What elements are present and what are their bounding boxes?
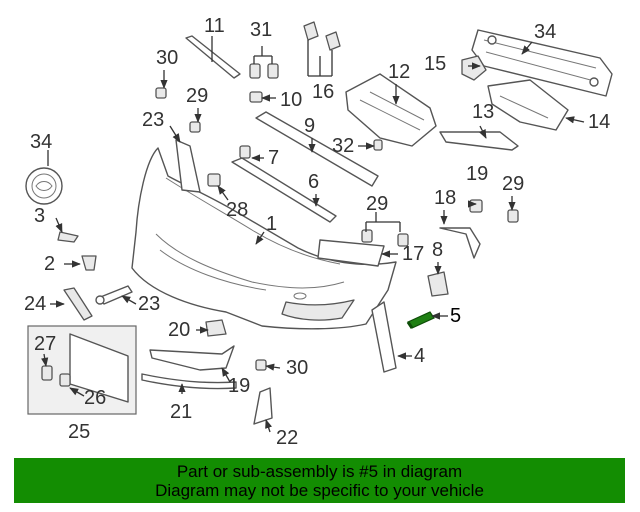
callout: 29 bbox=[186, 85, 208, 107]
banner-line-1: Part or sub-assembly is #5 in diagram bbox=[176, 462, 463, 481]
callout: 15 bbox=[424, 53, 446, 75]
callout: 23 bbox=[142, 109, 164, 131]
callout: 5 bbox=[450, 305, 461, 327]
part-13-bracket bbox=[439, 131, 519, 151]
part-33-emblem bbox=[25, 167, 63, 205]
callout: 26 bbox=[84, 387, 106, 409]
callout: 31 bbox=[250, 19, 272, 41]
part-6-lower-bracket bbox=[231, 157, 337, 223]
callout: 29 bbox=[502, 173, 524, 195]
part-4-side-bracket bbox=[371, 301, 397, 373]
callout: 14 bbox=[588, 111, 610, 133]
part-23-bracket bbox=[175, 139, 201, 193]
callout: 9 bbox=[304, 115, 315, 137]
callout: 21 bbox=[170, 401, 192, 423]
callout: 22 bbox=[276, 427, 298, 449]
callout: 20 bbox=[168, 319, 190, 341]
callout: 11 bbox=[204, 15, 225, 37]
callout: 30 bbox=[156, 47, 178, 69]
callout: 27 bbox=[34, 333, 56, 355]
part-11-strip bbox=[185, 35, 241, 79]
callout: 24 bbox=[24, 293, 46, 315]
callout: 1 bbox=[266, 213, 277, 235]
part-3-clip bbox=[57, 231, 79, 243]
part-25-bracket bbox=[63, 287, 93, 321]
info-banner: Part or sub-assembly is #5 in diagram Di… bbox=[14, 458, 625, 503]
callout: 13 bbox=[472, 101, 494, 123]
callout: 30 bbox=[286, 357, 308, 379]
callout: 12 bbox=[388, 61, 410, 83]
callout: 18 bbox=[434, 187, 456, 209]
part-18-trim bbox=[439, 227, 481, 259]
part-19-lower-trim bbox=[149, 345, 235, 371]
part-21-strip bbox=[141, 373, 237, 390]
leader-lines bbox=[41, 36, 585, 433]
callout: 25 bbox=[68, 421, 90, 443]
part-17-grille-insert bbox=[317, 239, 385, 267]
part-24-strap bbox=[95, 285, 133, 305]
part-22-bracket bbox=[253, 387, 273, 425]
part-2-clip bbox=[81, 255, 97, 271]
callout: 28 bbox=[226, 199, 248, 221]
part-14-absorber bbox=[487, 79, 569, 131]
callout: 4 bbox=[414, 345, 425, 367]
part-1-bumper-cover bbox=[131, 147, 397, 330]
part-5-highlighted-fastener bbox=[406, 311, 435, 329]
callout: 8 bbox=[432, 239, 443, 261]
parts-diagram: 11 31 34 30 15 12 10 29 16 13 14 23 9 32… bbox=[24, 15, 613, 449]
callout: 34 bbox=[534, 21, 556, 43]
callout: 7 bbox=[268, 147, 279, 169]
part-34-reinforcement-bar bbox=[471, 29, 613, 97]
callout: 32 bbox=[332, 135, 354, 157]
callout: 6 bbox=[308, 171, 319, 193]
part-8-bracket bbox=[427, 271, 449, 297]
part-12-support bbox=[345, 73, 437, 147]
part-20-lower-bracket bbox=[205, 319, 227, 337]
callout: 19 bbox=[228, 375, 250, 397]
banner-line-2: Diagram may not be specific to your vehi… bbox=[155, 481, 484, 500]
callout: 29 bbox=[366, 193, 388, 215]
callout: 34 bbox=[30, 131, 52, 153]
callout: 16 bbox=[312, 81, 334, 103]
callout: 19 bbox=[466, 163, 488, 185]
callout: 10 bbox=[280, 89, 302, 111]
callout: 2 bbox=[44, 253, 55, 275]
part-9-upper-bracket bbox=[255, 111, 379, 187]
callout-labels: 11 31 34 30 15 12 10 29 16 13 14 23 9 32… bbox=[24, 15, 610, 449]
part-31-fasteners bbox=[249, 63, 279, 79]
callout: 17 bbox=[402, 243, 424, 265]
callout: 3 bbox=[34, 205, 45, 227]
part-16-clips bbox=[303, 21, 341, 51]
callout: 23 bbox=[138, 293, 160, 315]
